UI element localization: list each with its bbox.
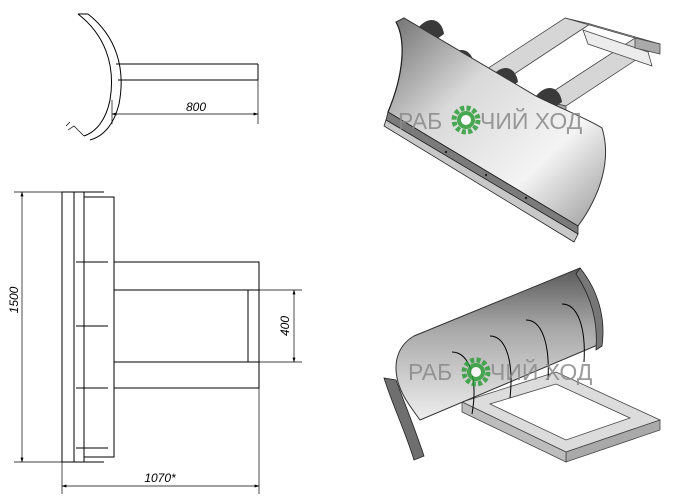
dimension-1070: 1070* [144, 471, 176, 485]
gear-icon [451, 105, 481, 135]
side-view: 800 [65, 13, 259, 141]
front-view: 1500 400 1070* [7, 191, 302, 494]
dimension-400: 400 [278, 316, 292, 336]
dimension-800: 800 [186, 100, 206, 114]
gear-icon [461, 357, 491, 387]
svg-text:РАБ: РАБ [398, 108, 442, 134]
iso-view-bottom [383, 267, 662, 463]
svg-text:РАБ: РАБ [408, 359, 452, 385]
dimension-1500: 1500 [7, 286, 21, 313]
iso-view-top [383, 17, 661, 243]
watermark-top: РАБ ЧИЙ ХОД [398, 105, 583, 135]
svg-text:ЧИЙ ХОД: ЧИЙ ХОД [490, 358, 593, 385]
svg-text:ЧИЙ ХОД: ЧИЙ ХОД [480, 107, 583, 134]
watermark-bottom: РАБ ЧИЙ ХОД [408, 357, 593, 387]
